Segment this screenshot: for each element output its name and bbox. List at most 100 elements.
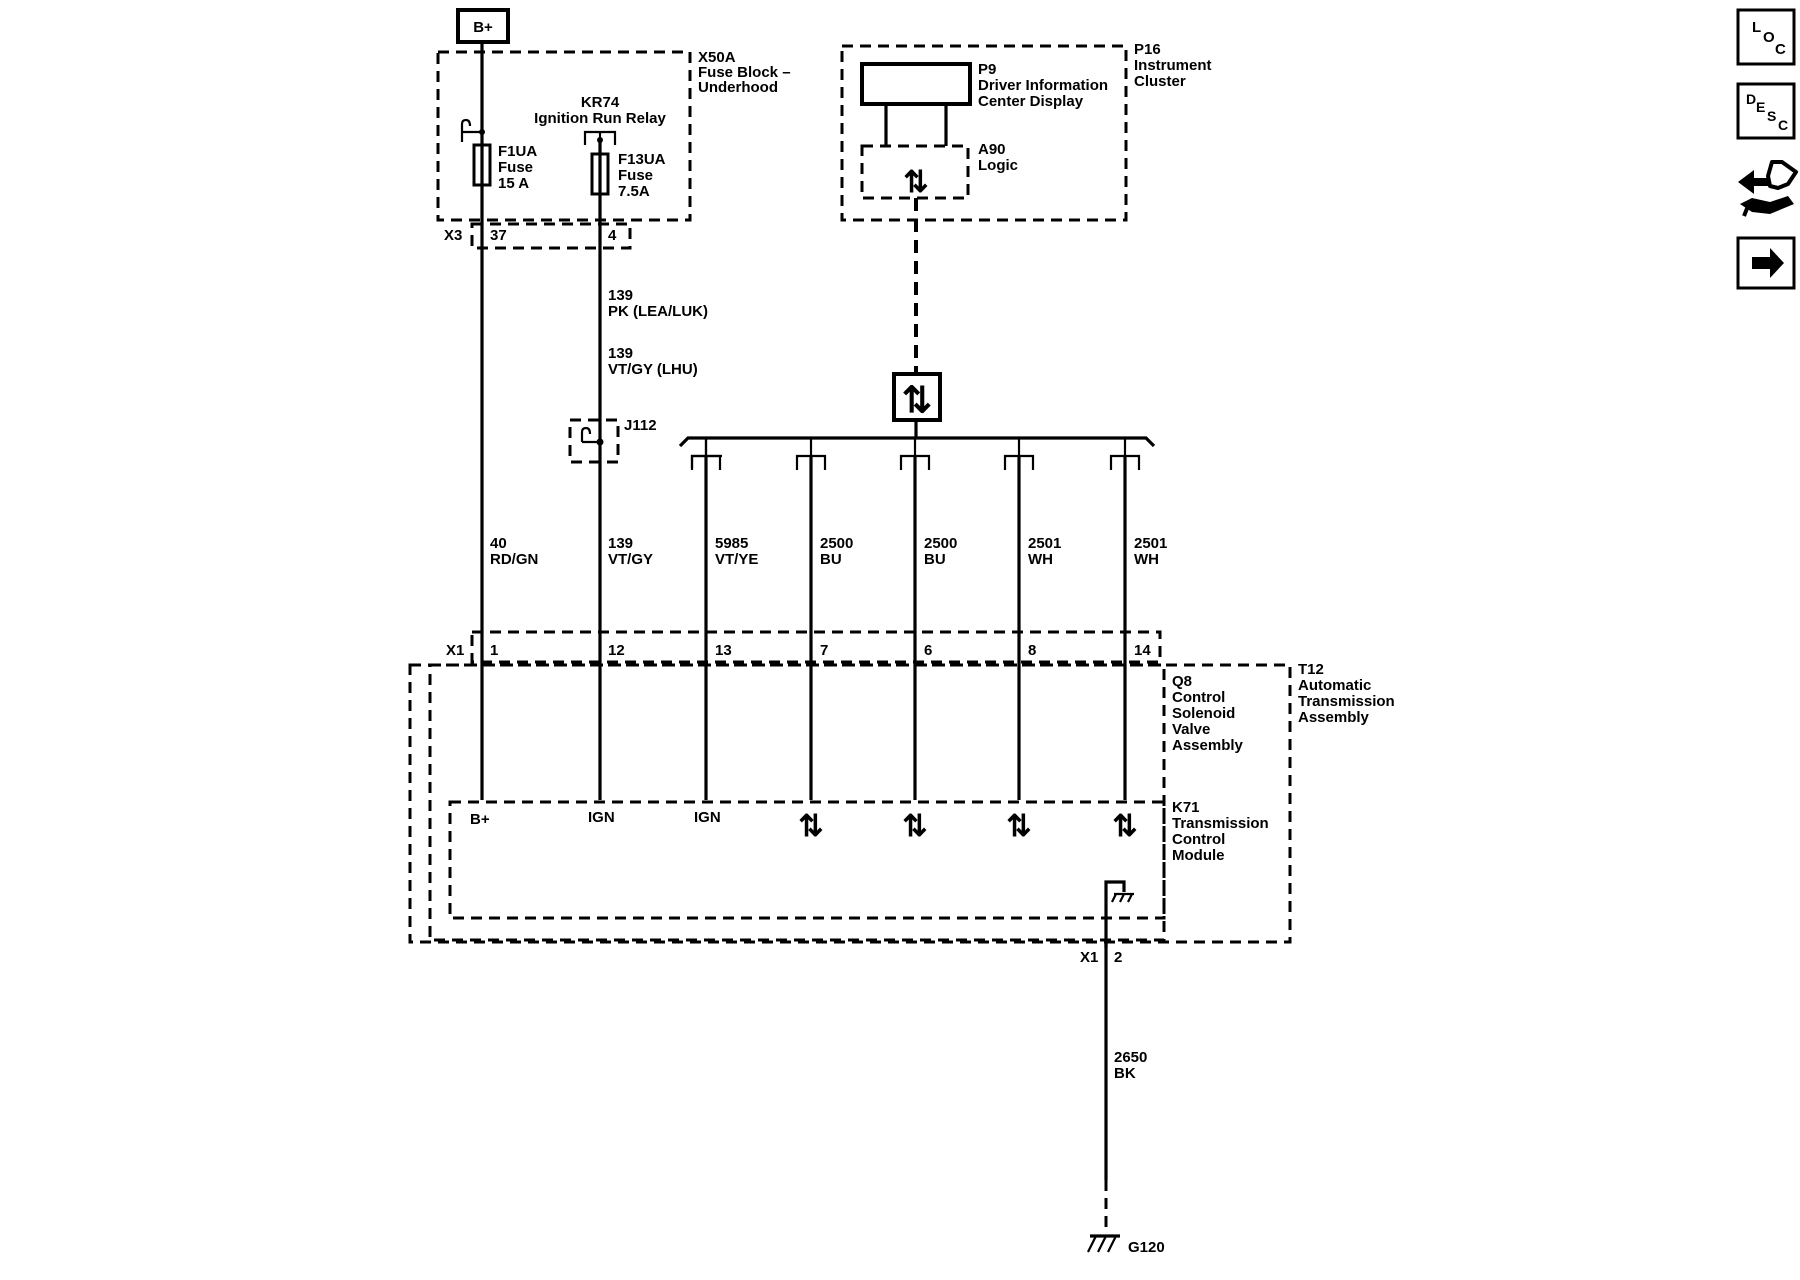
svg-text:RD/GN: RD/GN [490, 551, 538, 568]
svg-text:Assembly: Assembly [1172, 737, 1244, 754]
term-data-14: ⇅ [1112, 810, 1137, 843]
svg-text:Valve: Valve [1172, 721, 1210, 738]
x3-pin-4: 4 [608, 227, 617, 244]
svg-text:WH: WH [1028, 551, 1053, 568]
cluster-name: P16 [1134, 41, 1161, 58]
svg-text:2500: 2500 [820, 535, 853, 552]
pin-12: 12 [608, 642, 625, 659]
battery-label: B+ [473, 19, 493, 36]
circuit-139b-color: VT/GY (LHU) [608, 361, 698, 378]
cluster-desc2: Cluster [1134, 73, 1186, 90]
fuse1-name: F1UA [498, 143, 537, 160]
svg-text:C: C [1778, 117, 1788, 133]
svg-text:Control: Control [1172, 689, 1225, 706]
loc-button[interactable]: L O C [1736, 8, 1796, 66]
svg-text:VT/YE: VT/YE [715, 551, 758, 568]
fuse-block-desc1: Fuse Block – [698, 64, 791, 81]
relay-desc: Ignition Run Relay [534, 110, 666, 127]
term-b-plus: B+ [470, 811, 490, 828]
fuse-block-x50a: X50A Fuse Block – Underhood KR74 Ignitio… [436, 49, 791, 250]
splice-j112: J112 [568, 417, 657, 464]
x1-connector-label: X1 [446, 642, 464, 659]
term-data-6: ⇅ [902, 810, 927, 843]
splice-label: J112 [624, 417, 657, 434]
svg-text:VT/GY: VT/GY [608, 551, 653, 568]
svg-text:S: S [1767, 108, 1776, 124]
svg-text:Module: Module [1172, 847, 1225, 864]
svg-text:5985: 5985 [715, 535, 748, 552]
serial-data-box [892, 372, 942, 422]
solenoid-valve-q8: Q8 Control Solenoid Valve Assembly [428, 663, 1244, 942]
svg-text:L: L [1752, 19, 1761, 36]
cluster-desc1: Instrument [1134, 57, 1212, 74]
fuse-block-name: X50A [698, 49, 736, 66]
circuit-139a-num: 139 [608, 287, 633, 304]
svg-text:2500: 2500 [924, 535, 957, 552]
pin-14: 14 [1134, 642, 1151, 659]
svg-text:2501: 2501 [1134, 535, 1167, 552]
svg-text:T12: T12 [1298, 661, 1324, 678]
svg-text:Transmission: Transmission [1172, 815, 1269, 832]
logic-desc: Logic [978, 157, 1018, 174]
connector-end-view-button[interactable] [1738, 160, 1798, 217]
svg-text:Transmission: Transmission [1298, 693, 1395, 710]
svg-text:BU: BU [820, 551, 842, 568]
x3-connector-label: X3 [444, 227, 462, 244]
serial-data-arrows: ⇅ [902, 379, 932, 420]
svg-text:40: 40 [490, 535, 507, 552]
connector-end-view-icon [1738, 160, 1798, 217]
svg-text:Control: Control [1172, 831, 1225, 848]
svg-text:BU: BU [924, 551, 946, 568]
svg-text:2501: 2501 [1028, 535, 1061, 552]
logic-name: A90 [978, 141, 1006, 158]
display-desc1: Driver Information [978, 77, 1108, 94]
desc-button[interactable]: D E S C [1736, 82, 1796, 140]
pin-13: 13 [715, 642, 732, 659]
fuse2-rating: 7.5A [618, 183, 650, 200]
svg-text:Assembly: Assembly [1298, 709, 1370, 726]
fuse-block-desc2: Underhood [698, 79, 778, 96]
circuit-139a-color: PK (LEA/LUK) [608, 303, 708, 320]
svg-text:Automatic: Automatic [1298, 677, 1371, 694]
circuit-139b-num: 139 [608, 345, 633, 362]
arrow-right-icon [1752, 248, 1784, 278]
svg-text:Q8: Q8 [1172, 673, 1192, 690]
instrument-cluster-p16: P16 Instrument Cluster P9 Driver Informa… [840, 41, 1212, 222]
display-desc2: Center Display [978, 93, 1084, 110]
fuse1-rating: 15 A [498, 175, 529, 192]
svg-text:2650: 2650 [1114, 1049, 1147, 1066]
term-data-8: ⇅ [1006, 810, 1031, 843]
data-bus-bracket [678, 436, 1156, 448]
pin-7: 7 [820, 642, 828, 659]
data-wires [690, 438, 1141, 800]
ground-name: G120 [1128, 1239, 1165, 1256]
battery-b-plus: B+ [456, 8, 510, 44]
tcm-connector-x1: X1 1 12 13 7 6 8 14 [446, 630, 1162, 664]
svg-text:K71: K71 [1172, 799, 1200, 816]
svg-text:O: O [1763, 29, 1775, 46]
relay-name: KR74 [581, 94, 620, 111]
pin-8: 8 [1028, 642, 1036, 659]
tcm-k71: K71 Transmission Control Module B+ IGN I… [448, 799, 1269, 948]
next-button[interactable] [1736, 236, 1796, 290]
fuse1-type: Fuse [498, 159, 533, 176]
svg-text:X1: X1 [1080, 949, 1098, 966]
pin-1: 1 [490, 642, 498, 659]
svg-text:C: C [1775, 41, 1786, 58]
svg-text:2: 2 [1114, 949, 1122, 966]
svg-text:BK: BK [1114, 1065, 1136, 1082]
display-name: P9 [978, 61, 996, 78]
term-ign-1: IGN [588, 809, 615, 826]
svg-text:WH: WH [1134, 551, 1159, 568]
svg-text:D: D [1746, 91, 1756, 107]
pin-6: 6 [924, 642, 932, 659]
fuse2-type: Fuse [618, 167, 653, 184]
